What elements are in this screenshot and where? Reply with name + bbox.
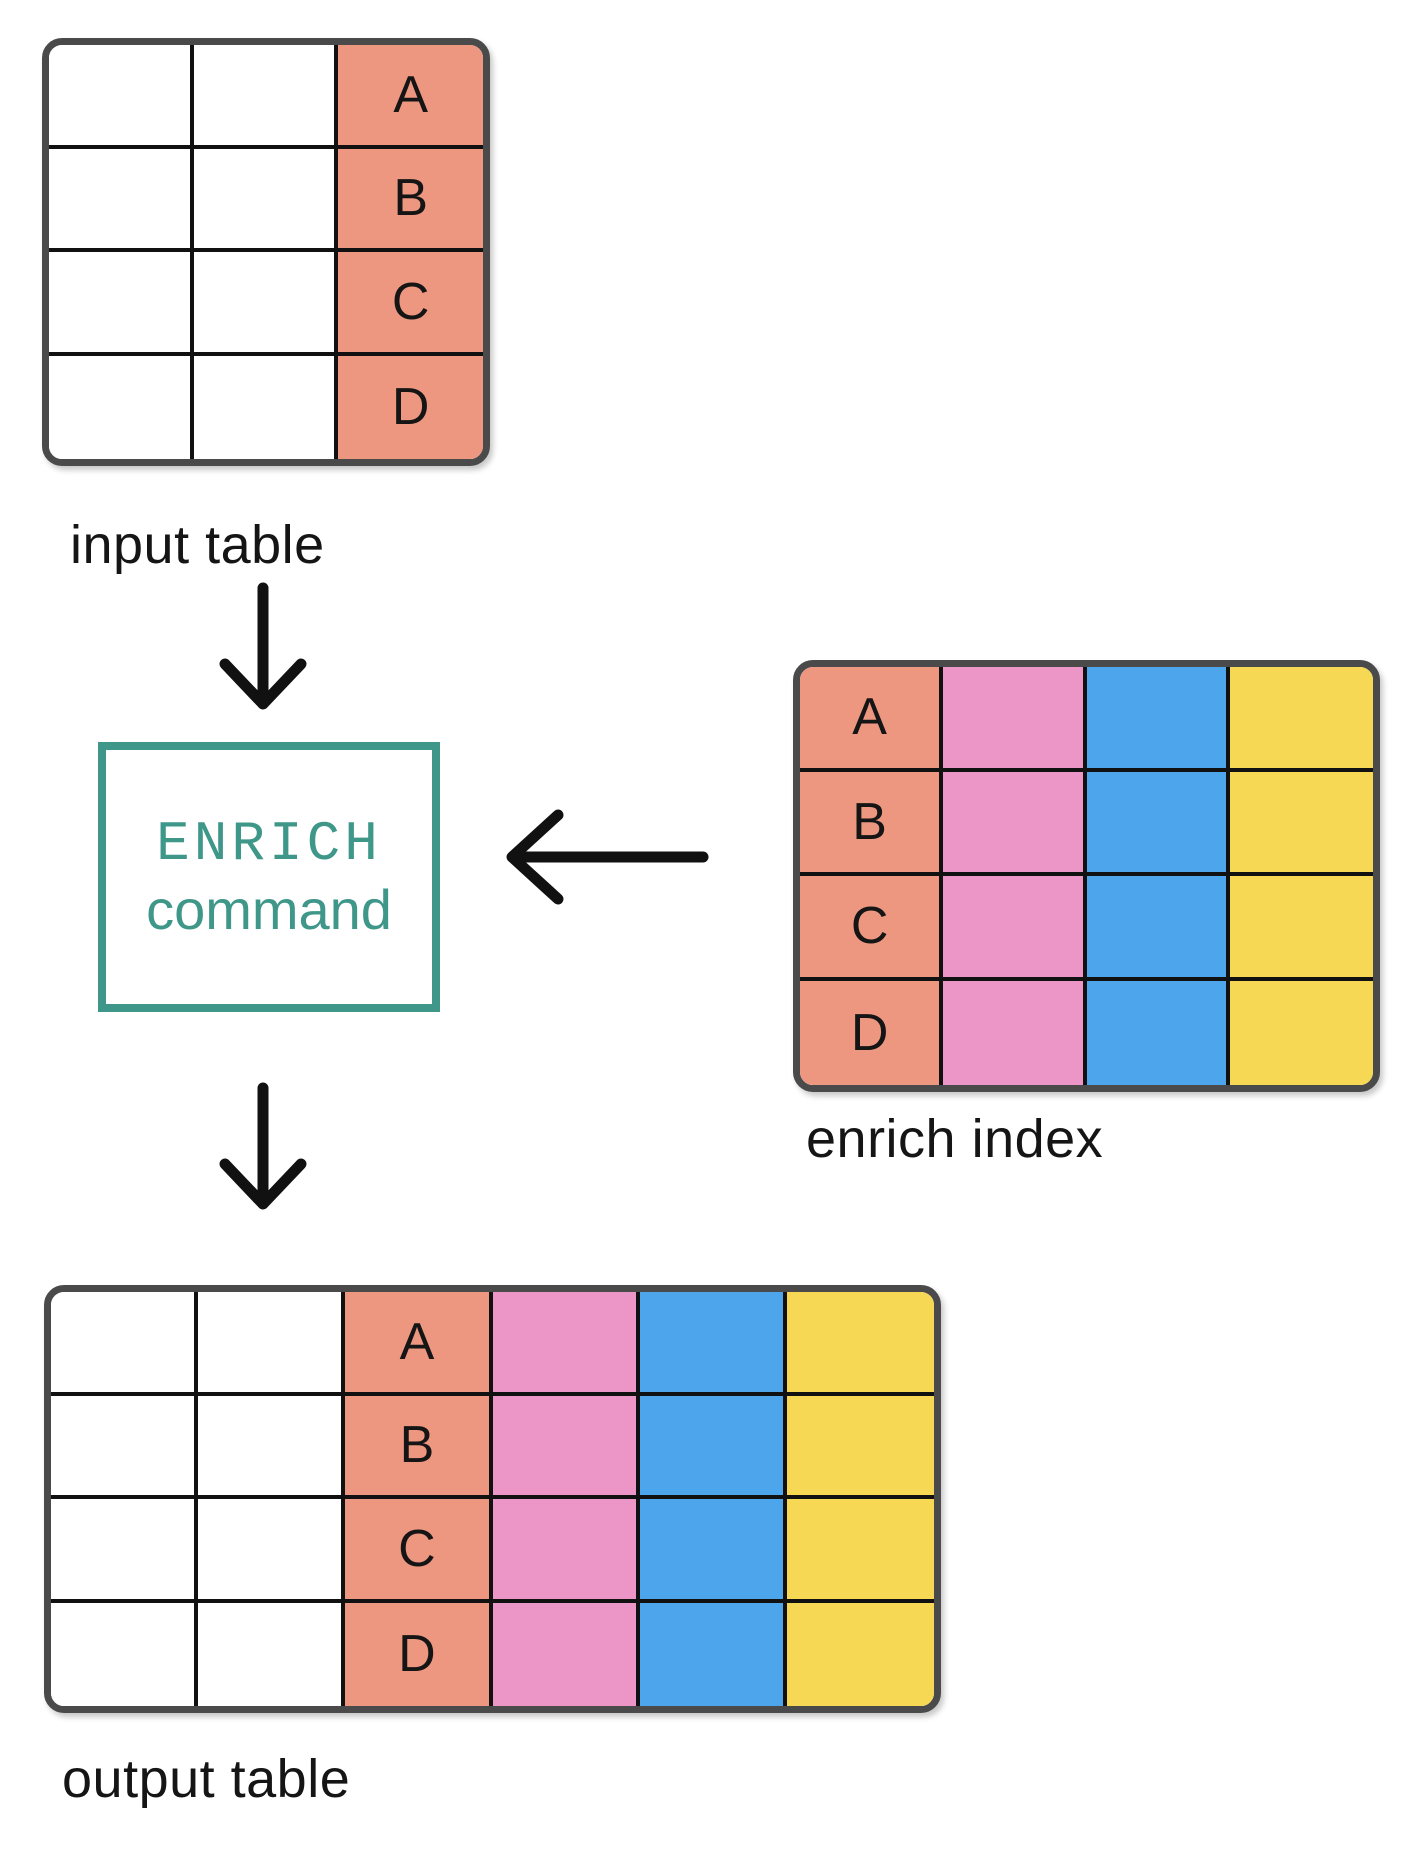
output-table-label: output table xyxy=(62,1749,351,1809)
table-cell xyxy=(1086,980,1230,1085)
table-cell xyxy=(943,980,1087,1085)
table-cell xyxy=(786,1292,934,1396)
table-cell xyxy=(1086,667,1230,772)
input-table-label: input table xyxy=(70,515,325,575)
table-cell xyxy=(51,1395,199,1499)
arrow-down-icon xyxy=(205,580,321,716)
table-cell xyxy=(1086,876,1230,981)
key-cell: B xyxy=(345,1395,493,1499)
key-cell: B xyxy=(338,148,483,252)
table-cell xyxy=(786,1602,934,1706)
table-cell xyxy=(193,45,339,149)
table-cell xyxy=(198,1292,346,1396)
table-cell xyxy=(639,1499,787,1603)
table-cell xyxy=(943,876,1087,981)
table-cell xyxy=(193,252,339,356)
key-cell: D xyxy=(338,355,483,459)
key-cell: C xyxy=(345,1499,493,1603)
table-cell xyxy=(49,355,194,459)
input-table: A B C D xyxy=(42,38,490,466)
table-cell xyxy=(198,1602,346,1706)
arrow-left-icon xyxy=(498,800,713,914)
enrich-command-subtitle: command xyxy=(146,878,392,941)
table-cell xyxy=(639,1602,787,1706)
table-cell xyxy=(49,148,194,252)
table-cell xyxy=(492,1602,640,1706)
key-cell: C xyxy=(338,252,483,356)
table-cell xyxy=(51,1292,199,1396)
table-cell xyxy=(943,771,1087,876)
enrich-index-table: A B C D xyxy=(793,660,1380,1092)
key-cell: D xyxy=(800,980,944,1085)
key-cell: D xyxy=(345,1602,493,1706)
table-cell xyxy=(492,1292,640,1396)
key-cell: A xyxy=(800,667,944,772)
table-cell xyxy=(786,1499,934,1603)
table-cell xyxy=(1086,771,1230,876)
table-cell xyxy=(492,1395,640,1499)
table-cell xyxy=(51,1499,199,1603)
table-cell xyxy=(1229,771,1373,876)
table-cell xyxy=(51,1602,199,1706)
table-cell xyxy=(786,1395,934,1499)
table-cell xyxy=(639,1292,787,1396)
table-cell xyxy=(492,1499,640,1603)
table-cell xyxy=(639,1395,787,1499)
enrich-command-box: ENRICH command xyxy=(98,742,440,1012)
enrich-command-title: ENRICH xyxy=(156,812,382,876)
table-cell xyxy=(198,1395,346,1499)
arrow-down-icon xyxy=(205,1080,321,1216)
table-cell xyxy=(49,252,194,356)
table-cell xyxy=(193,148,339,252)
table-cell xyxy=(1229,667,1373,772)
enrich-index-label: enrich index xyxy=(806,1109,1104,1169)
table-cell xyxy=(1229,980,1373,1085)
key-cell: A xyxy=(338,45,483,149)
table-cell xyxy=(193,355,339,459)
key-cell: B xyxy=(800,771,944,876)
key-cell: A xyxy=(345,1292,493,1396)
key-cell: C xyxy=(800,876,944,981)
table-cell xyxy=(943,667,1087,772)
output-table: A B C D xyxy=(44,1285,941,1713)
table-cell xyxy=(198,1499,346,1603)
table-cell xyxy=(49,45,194,149)
table-cell xyxy=(1229,876,1373,981)
